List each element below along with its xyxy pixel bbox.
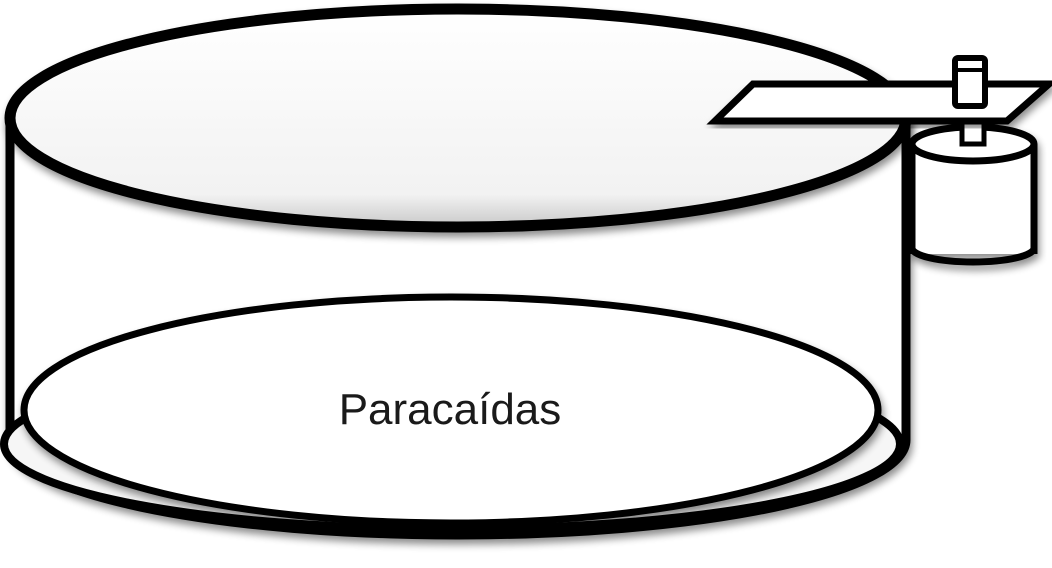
parachute-pack bbox=[20, 293, 882, 527]
servo-motor bbox=[908, 123, 1038, 266]
parachute-label: Paracaídas bbox=[338, 385, 562, 434]
shaft-cap bbox=[952, 55, 988, 109]
latch-arm bbox=[706, 80, 1052, 125]
